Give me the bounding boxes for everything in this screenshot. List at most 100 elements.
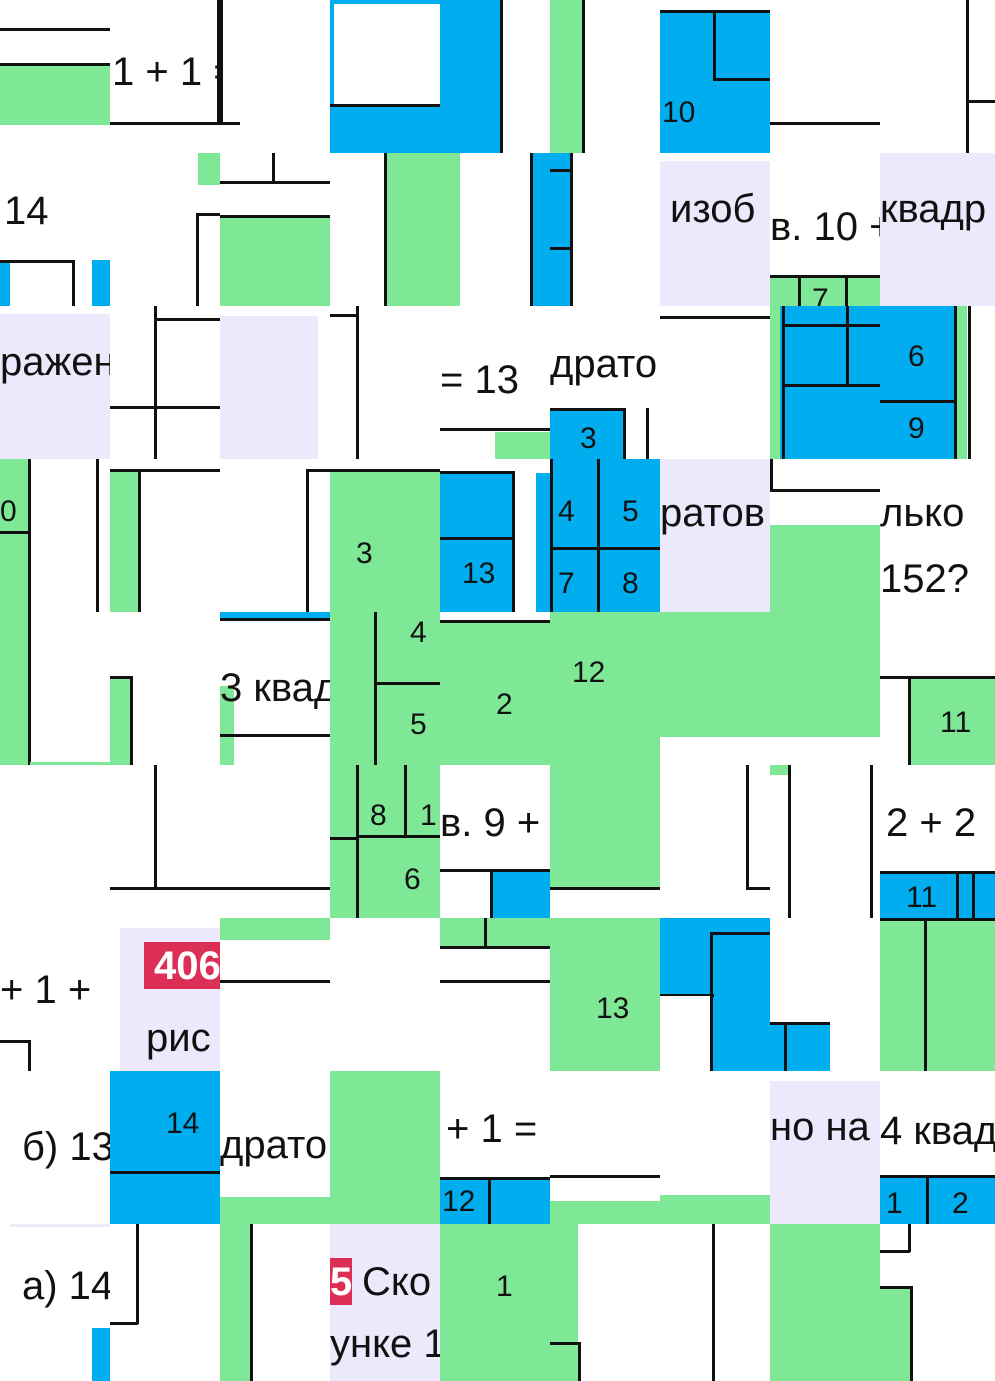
tile-r7-c3 [330,1071,440,1224]
text-fragment: драто [550,342,658,386]
tile-r0-c7 [770,0,880,153]
tile-r8-c8 [880,1224,995,1381]
tile-r8-c0: а) 14 [0,1224,110,1381]
tile-r6-c1: 406 рис [110,918,220,1071]
tile-r6-c0: + 1 + [0,918,110,1071]
text-fragment: а) 14 [22,1264,110,1308]
tile-r8-c7 [770,1224,880,1381]
tile-r8-c6 [660,1224,770,1381]
tile-r1-c5 [550,153,660,306]
tile-r3-c3: 3 [330,459,440,612]
tile-r2-c7 [770,306,880,459]
tile-r3-c6: ратов [660,459,770,612]
tile-r1-c2 [220,153,330,306]
square-label: 14 [166,1107,200,1140]
tile-r4-c8: 11 [880,612,995,765]
square-label: 5 [410,708,427,741]
square-label: 11 [906,881,938,914]
square-label: 7 [558,567,575,600]
tile-r2-c5: драто 3 [550,306,660,459]
task-number-badge: 5 [330,1258,353,1305]
tile-r3-c2 [220,459,330,612]
tile-r0-c1: 1 + 1 = [110,0,220,153]
tile-r2-c0: ражен [0,306,110,459]
tile-r4-c0 [0,612,110,765]
square-label: 8 [370,799,387,832]
tile-r7-c2: драто [220,1071,330,1224]
tile-r5-c4: в. 9 + [440,765,550,918]
tile-r1-c4 [440,153,550,306]
tile-r5-c7 [770,765,880,918]
square-label: 9 [908,412,925,445]
tile-r6-c7 [770,918,880,1071]
square-label: 2 [952,1187,969,1220]
tile-r7-c5 [550,1071,660,1224]
tile-r7-c1: 14 [110,1071,220,1224]
tile-r4-c5: 12 [550,612,660,765]
square-label: 12 [572,656,606,689]
tile-r1-c6: изоб [660,153,770,306]
tile-r5-c1 [110,765,220,918]
text-fragment: квадр [880,187,987,231]
square-label: 3 [356,537,373,570]
tile-r3-c0: 0 [0,459,110,612]
square-label: 7 [812,283,829,307]
square-label: 6 [908,340,925,373]
tile-r8-c2 [220,1224,330,1381]
text-fragment: изоб [670,187,756,231]
tile-r3-c7 [770,459,880,612]
tile-r0-c4 [440,0,550,153]
tile-r7-c7: но на [770,1071,880,1224]
tile-r0-c0 [0,0,110,153]
tile-r0-c8 [880,0,995,153]
tile-r5-c3: 8 1 6 [330,765,440,918]
text-fragment: в. 10 + [770,205,880,249]
tile-r0-c2 [220,0,330,153]
text-fragment: 14 [4,189,49,233]
square-label: 1 [496,1270,513,1303]
tile-r7-c8: 4 квад 1 2 [880,1071,995,1224]
tile-r3-c8: лько 152? [880,459,995,612]
tile-r5-c2 [220,765,330,918]
tile-r2-c6 [660,306,770,459]
square-label: 1 [886,1187,903,1220]
tile-r1-c1 [110,153,220,306]
tile-r3-c4: 13 [440,459,550,612]
tile-r8-c3: 5 Ско унке 1 [330,1224,440,1381]
tile-r5-c5 [550,765,660,918]
square-label: 10 [662,96,696,129]
tile-r2-c4: = 13 [440,306,550,459]
text-fragment: + 1 = [446,1107,538,1151]
tile-r1-c8: квадр [880,153,995,306]
text-fragment: в. 9 + [440,801,541,845]
tile-r2-c2 [220,306,330,459]
square-label: 4 [410,616,427,649]
text-fragment: + 1 + [0,968,92,1012]
square-label: 3 [580,422,597,455]
task-number-badge: 406 [144,942,220,989]
tile-r8-c1 [110,1224,220,1381]
square-label: 0 [0,495,17,528]
tile-r4-c3: 4 5 [330,612,440,765]
text-fragment: но на [770,1105,870,1149]
text-fragment: 152? [880,557,969,601]
square-label: 5 [622,495,639,528]
tile-r6-c6 [660,918,770,1071]
tile-r3-c1 [110,459,220,612]
text-fragment: ражен [0,340,110,384]
text-fragment: 1 + 1 = [112,50,220,94]
text-fragment: 2 + 2 [886,801,977,845]
square-label: 2 [496,688,513,721]
tile-r6-c3 [330,918,440,1071]
tile-r8-c5 [550,1224,660,1381]
text-fragment: = 13 [440,358,519,402]
tile-r6-c4 [440,918,550,1071]
square-label: 8 [622,567,639,600]
tile-r0-c6: 10 [660,0,770,153]
text-fragment: драто [220,1123,328,1167]
tile-r8-c4: 1 [440,1224,550,1381]
text-fragment: рис [146,1016,211,1060]
square-label: 4 [558,495,575,528]
square-label: 13 [596,992,630,1025]
